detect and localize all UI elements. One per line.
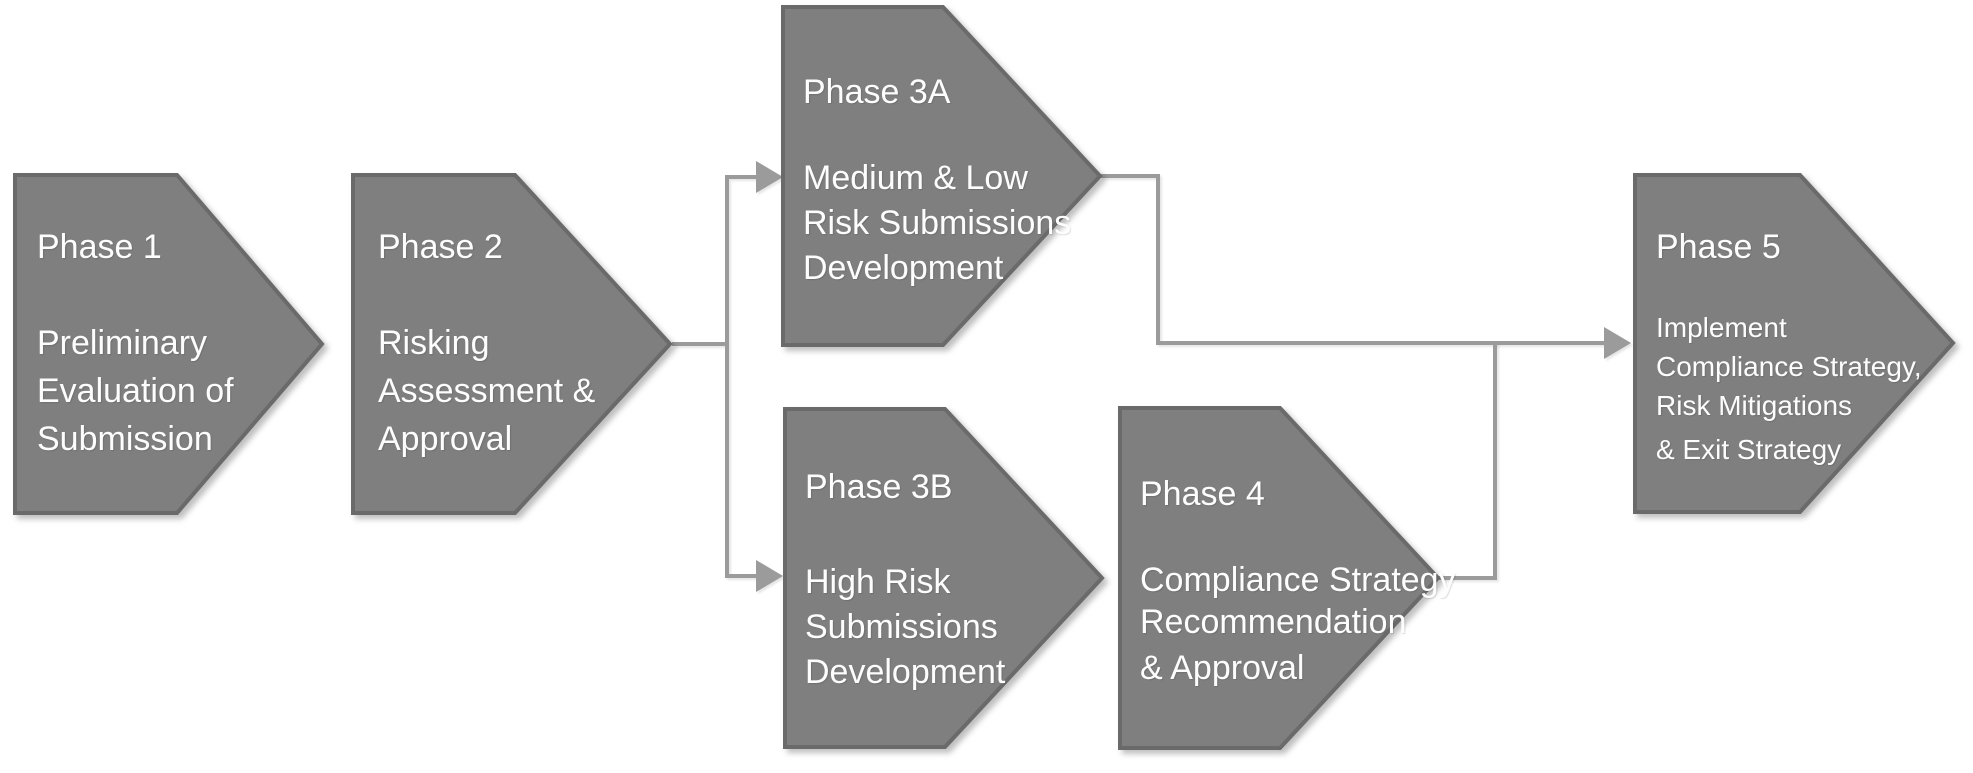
phase-4-body: Compliance Strategy Recommendation & App… — [1140, 559, 1456, 689]
connector-phase3a-to-phase5 — [1100, 174, 1604, 345]
phase-1-body: Preliminary Evaluation of Submission — [37, 319, 234, 463]
phase-3a-title: Phase 3A — [803, 73, 951, 111]
phase-5-line: & Exit Strategy — [1656, 434, 1842, 465]
phase-3b-line: Development — [805, 653, 1006, 691]
phase-1-line: Submission — [37, 420, 213, 458]
phase-3b-body: High Risk Submissions Development — [805, 560, 1005, 695]
phase-5-line: Implement — [1656, 312, 1787, 343]
phase-3b-line: Submissions — [805, 608, 998, 646]
phase-3b-line: High Risk — [805, 563, 951, 601]
phase-3b-title: Phase 3B — [805, 468, 953, 506]
phase-2-line: Risking — [378, 324, 490, 362]
connector-phase2-split — [672, 175, 756, 578]
phase-1-line: Preliminary — [37, 324, 208, 362]
phase-2-shape — [351, 173, 673, 515]
phase-1-title: Phase 1 — [37, 228, 162, 266]
phase-5-line: Compliance Strategy, — [1656, 351, 1922, 382]
phase-3a-line: Risk Submissions — [803, 204, 1072, 242]
arrowhead-into-phase5-icon — [1604, 327, 1631, 359]
phase-2-line: Assessment & — [378, 372, 596, 410]
connector-layer — [672, 161, 1631, 592]
phase-5-title: Phase 5 — [1656, 228, 1781, 266]
phase-3a-shape — [781, 5, 1103, 347]
phase-5-shape — [1633, 173, 1956, 514]
phase-4-line: Compliance Strategy — [1140, 561, 1456, 599]
shape-layer — [13, 5, 1956, 750]
phase-2-title: Phase 2 — [378, 228, 503, 266]
phase-4-title: Phase 4 — [1140, 475, 1265, 513]
phase-4-line: Recommendation — [1140, 603, 1407, 641]
phase-4-shape — [1118, 406, 1441, 750]
phase-3a-line: Development — [803, 249, 1004, 287]
arrowhead-into-phase3b-icon — [756, 560, 783, 592]
connector-phase4-join — [1438, 343, 1497, 580]
phase-2-line: Approval — [378, 420, 513, 458]
arrowhead-into-phase3a-icon — [756, 161, 783, 193]
phase-3b-shape — [783, 407, 1105, 749]
phase-2-body: Risking Assessment & Approval — [378, 319, 595, 463]
phase-3a-line: Medium & Low — [803, 159, 1028, 197]
phase-5-line: Risk Mitigations — [1656, 390, 1853, 421]
phase-1-shape — [13, 173, 325, 515]
phase-4-line: & Approval — [1140, 649, 1305, 687]
phase-1-line: Evaluation of — [37, 372, 234, 410]
phase-5-body: Implement Compliance Strategy, Risk Miti… — [1656, 308, 1922, 469]
phase-3a-body: Medium & Low Risk Submissions Developmen… — [803, 156, 1071, 291]
